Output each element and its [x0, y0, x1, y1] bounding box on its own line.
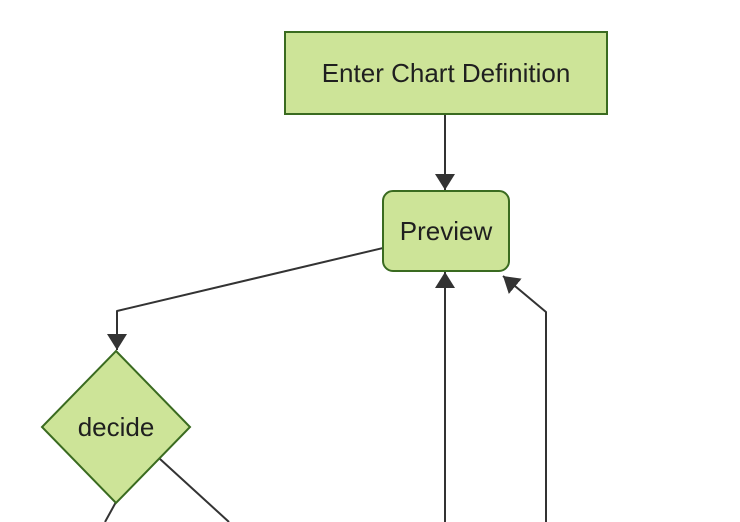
edge-preview-to-decide [107, 247, 384, 350]
edge-decide-to-offscreen-bottom-left [104, 501, 117, 522]
edge-offscreen-right-to-preview [502, 275, 547, 522]
edge-decide-to-offscreen-bottom-right [159, 458, 230, 522]
node-preview [382, 190, 510, 272]
node-enter-chart-definition [284, 31, 608, 115]
node-decide [40, 349, 192, 505]
